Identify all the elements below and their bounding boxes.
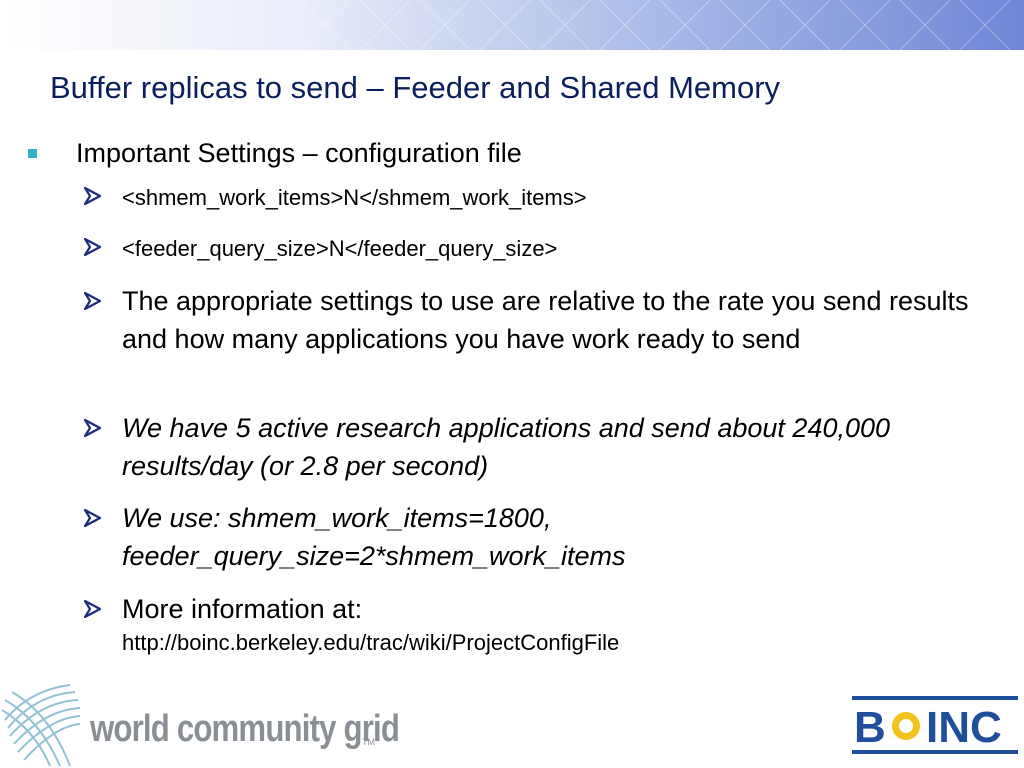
bullet-item-text: We use: shmem_work_items=1800, feeder_qu… [122,503,626,571]
bullet-item-text: We have 5 active research applications a… [122,413,891,481]
bullet-item-3: The appropriate settings to use are rela… [82,282,1002,358]
wcg-trademark: TM [362,737,375,747]
arrow-bullet-icon [83,237,102,257]
square-bullet-icon [28,149,37,158]
arrow-bullet-icon [83,186,102,206]
top-banner [0,0,1024,50]
bullet-level1-text: Important Settings – configuration file [76,138,522,168]
svg-text:INC: INC [926,703,1002,752]
wcg-logo-text: world community grid [90,708,400,750]
arrow-bullet-icon [83,508,102,528]
arrow-bullet-icon [83,599,102,619]
bullet-item-1: <shmem_work_items>N</shmem_work_items> [82,183,1002,213]
banner-pattern [299,0,1011,50]
slide-title: Buffer replicas to send – Feeder and Sha… [50,70,781,105]
svg-text:B: B [854,703,886,752]
bullet-item-5: We use: shmem_work_items=1800, feeder_qu… [82,499,1002,575]
bullet-item-4: We have 5 active research applications a… [82,409,1002,485]
bullet-item-text: <shmem_work_items>N</shmem_work_items> [122,185,587,210]
arrow-bullet-icon [83,291,102,311]
bullet-item-text: <feeder_query_size>N</feeder_query_size> [122,236,558,261]
boinc-logo-icon: B INC [850,690,1020,760]
bullet-item-6: More information at: http://boinc.berkel… [82,590,1002,658]
bullet-item-text: The appropriate settings to use are rela… [122,286,969,354]
more-info-label: More information at: [122,594,363,624]
bullet-item-2: <feeder_query_size>N</feeder_query_size> [82,234,1002,264]
bullet-item-text: More information at: http://boinc.berkel… [122,590,1002,658]
config-file-link[interactable]: http://boinc.berkeley.edu/trac/wiki/Proj… [122,630,620,655]
arrow-bullet-icon [83,418,102,438]
wcg-swirl-icon [1,684,81,767]
